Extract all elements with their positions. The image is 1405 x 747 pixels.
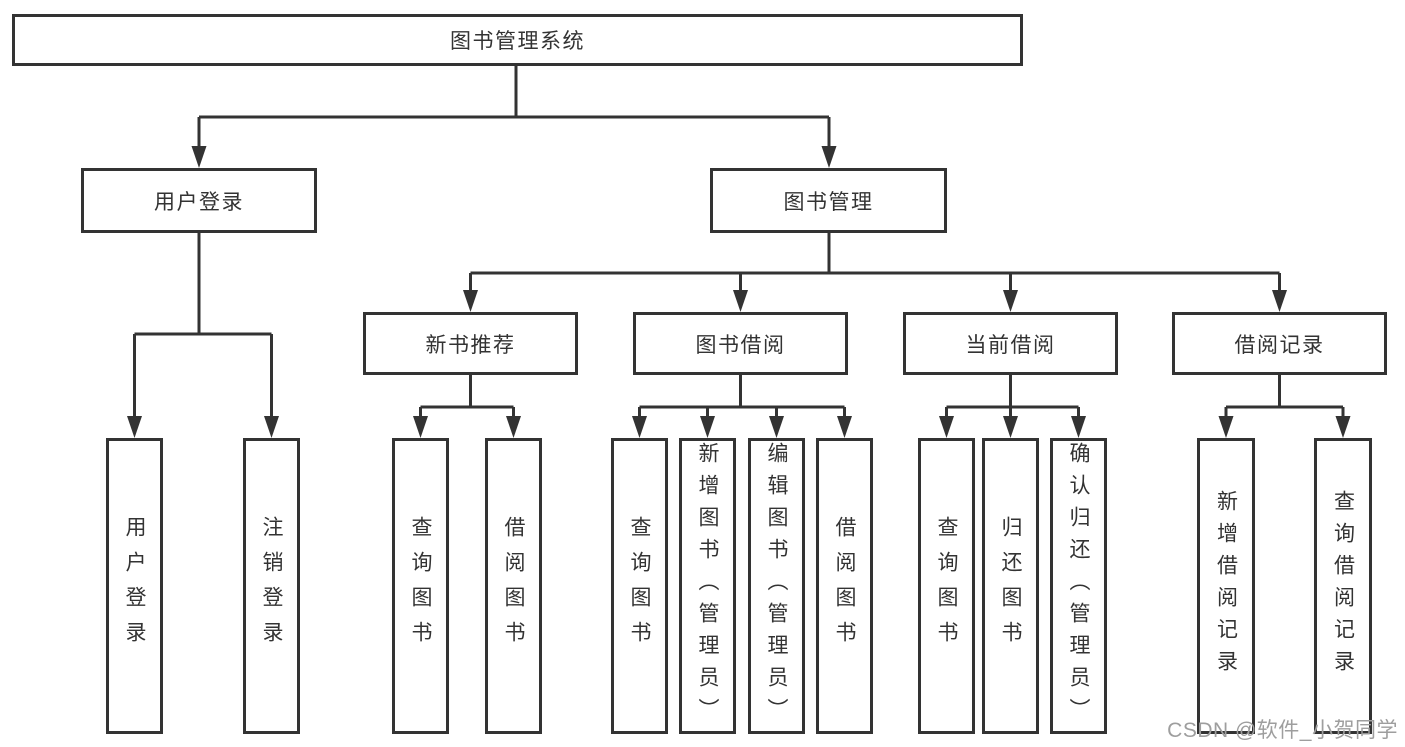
leaf-query-book-current: 查询图书 [918,438,975,734]
leaf-add-book-admin: 新增图书（管理员） [679,438,736,734]
leaf-add-borrow-record: 新增借阅记录 [1197,438,1255,734]
node-book-borrowing: 图书借阅 [633,312,848,375]
leaf-query-book-recommend: 查询图书 [392,438,449,734]
leaf-borrow-book-borrowing: 借阅图书 [816,438,873,734]
node-user-login: 用户登录 [81,168,317,233]
leaf-edit-book-admin: 编辑图书（管理员） [748,438,805,734]
leaf-borrow-book-recommend: 借阅图书 [485,438,542,734]
csdn-watermark: CSDN @软件_小贺同学 [1167,719,1398,742]
node-root-system: 图书管理系统 [12,14,1023,66]
leaf-query-book-borrowing: 查询图书 [611,438,668,734]
leaf-return-book: 归还图书 [982,438,1039,734]
leaf-user-login: 用户登录 [106,438,163,734]
leaf-confirm-return-admin: 确认归还（管理员） [1050,438,1107,734]
leaf-logout: 注销登录 [243,438,300,734]
node-borrowing-records: 借阅记录 [1172,312,1387,375]
node-new-book-recommend: 新书推荐 [363,312,578,375]
leaf-query-borrow-record: 查询借阅记录 [1314,438,1372,734]
node-current-borrowing: 当前借阅 [903,312,1118,375]
node-book-management: 图书管理 [710,168,947,233]
